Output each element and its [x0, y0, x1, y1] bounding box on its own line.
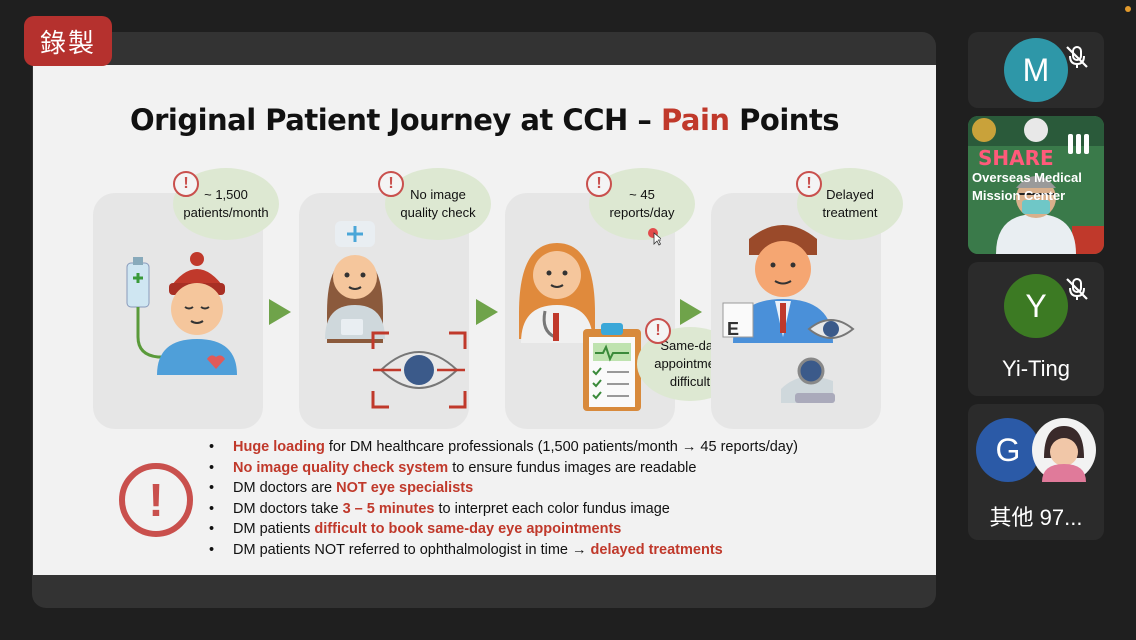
journey-card-ophthalmologist — [711, 193, 881, 429]
warning-icon: ! — [796, 171, 822, 197]
speaking-indicator-icon — [1068, 134, 1089, 154]
eye-scan-icon — [371, 331, 467, 409]
presentation-slide: Original Patient Journey at CCH – Pain P… — [33, 65, 936, 575]
video-banner-line2: Overseas Medical — [972, 170, 1082, 185]
participant-name: Yi-Ting — [1001, 356, 1071, 381]
bubble-line1: ~ 45 — [629, 187, 655, 202]
video-banner-line3: Mission Center — [972, 188, 1066, 203]
recording-badge[interactable]: 錄製 — [24, 16, 112, 66]
flow-arrow-icon — [269, 299, 291, 325]
slide-title-highlight: Pain — [660, 103, 730, 137]
patient-illustration — [126, 252, 237, 375]
bubble-no-quality-check: No image quality check — [385, 168, 491, 240]
bubble-line2: appointment — [654, 356, 726, 371]
bubble-line1: ~ 1,500 — [204, 187, 248, 202]
avatar: M — [1004, 38, 1068, 102]
participant-photo-avatar — [1032, 418, 1096, 482]
list-item: DM doctors are NOT eye specialists — [209, 480, 798, 501]
warning-icon: ! — [378, 171, 404, 197]
bubble-line2: quality check — [400, 205, 476, 220]
participant-tile-others[interactable]: G 其他 97... — [968, 404, 1104, 540]
pain-points-list: Huge loading for DM healthcare professio… — [209, 439, 798, 562]
large-warning-icon: ! — [119, 463, 193, 537]
bubble-line2: treatment — [822, 205, 878, 220]
slide-title: Original Patient Journey at CCH – Pain P… — [33, 103, 936, 137]
list-item: DM patients difficult to book same-day e… — [209, 521, 798, 542]
participant-video-feed — [968, 116, 1104, 254]
participant-tile-video[interactable]: SHARE Overseas Medical Mission Center — [968, 116, 1104, 254]
warning-icon: ! — [173, 171, 199, 197]
clipboard-icon — [583, 323, 641, 411]
participant-tile-yi-ting[interactable]: Y Yi-Ting — [968, 262, 1104, 396]
bubble-line3: difficult — [669, 374, 711, 389]
list-item: No image quality check system to ensure … — [209, 460, 798, 481]
slide-title-part1: Original Patient Journey at CCH – — [129, 103, 661, 137]
nurse-illustration — [325, 221, 385, 343]
slide-title-part2: Points — [729, 103, 840, 137]
participant-name: 其他 97... — [989, 505, 1083, 530]
mic-muted-icon — [1066, 278, 1088, 300]
list-item: DM doctors take 3 – 5 minutes to interpr… — [209, 501, 798, 522]
list-item: DM patients NOT referred to ophthalmolog… — [209, 542, 798, 563]
participant-tile-m[interactable]: M — [968, 32, 1104, 108]
video-banner-text: SHARE — [978, 146, 1054, 170]
bubble-line1: No image — [410, 187, 466, 202]
bubble-line2: patients/month — [183, 205, 269, 220]
warning-icon: ! — [645, 318, 671, 344]
warning-icon: ! — [586, 171, 612, 197]
status-dot — [1125, 6, 1131, 12]
flow-arrow-icon — [680, 299, 702, 325]
mouse-cursor-icon — [648, 228, 661, 246]
doctor-illustration — [519, 243, 595, 343]
eye-chart-letter: E — [727, 319, 740, 339]
mic-muted-icon — [1066, 46, 1088, 68]
list-item: Huge loading for DM healthcare professio… — [209, 439, 798, 460]
avatar: G — [976, 418, 1040, 482]
ophthalmologist-illustration — [722, 225, 855, 403]
bubble-line2: reports/day — [609, 205, 675, 220]
avatar: Y — [1004, 274, 1068, 338]
bubble-line1: Delayed — [826, 187, 874, 202]
flow-arrow-icon — [476, 299, 498, 325]
bubble-line1: Same-day — [660, 338, 720, 353]
